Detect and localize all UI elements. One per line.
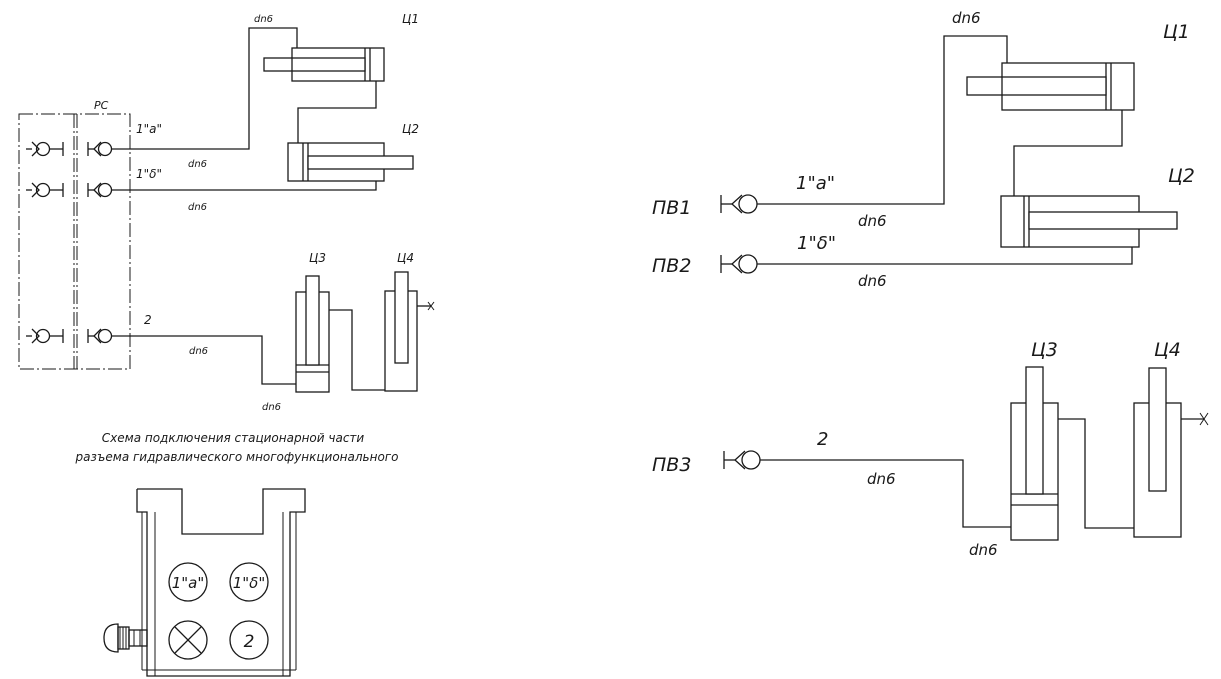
inlet-valve-3	[723, 450, 761, 470]
right-line-label-3: dn6	[867, 470, 896, 488]
right-label-c3: Ц3	[1031, 339, 1058, 361]
inlet-label-pv3: ПВ3	[652, 454, 691, 476]
left-cylinder-c1	[263, 47, 385, 82]
left-label-c4: Ц4	[397, 251, 414, 265]
inlet-valve-2	[720, 254, 758, 274]
left-cylinder-c3	[295, 275, 330, 393]
right-line-2	[757, 247, 1133, 265]
locking-knob	[103, 623, 148, 653]
plug-socket	[168, 620, 208, 660]
port-2-label: 2	[244, 632, 255, 652]
right-port-label-a: 1"a"	[796, 173, 835, 194]
left-line-1	[112, 27, 298, 150]
right-cylinder-c4	[1133, 367, 1209, 538]
left-line-label-top: dn6	[254, 14, 273, 25]
port-a-label: 1"a"	[172, 574, 205, 592]
inlet-valve-1	[720, 194, 758, 214]
right-label-c2: Ц2	[1168, 165, 1195, 187]
right-port-label-b: 1"δ"	[797, 233, 836, 254]
inlet-label-pv2: ПВ2	[652, 255, 691, 277]
left-schematic: PC	[18, 12, 435, 464]
left-port-label-a: 1"a"	[136, 122, 162, 136]
coupling-row-2	[26, 182, 113, 198]
left-line-label-4: dn6	[262, 402, 281, 413]
connector-body-outline	[136, 488, 306, 677]
left-label-c2: Ц2	[402, 122, 419, 136]
right-line-1	[757, 35, 1008, 205]
right-label-c4: Ц4	[1154, 339, 1181, 361]
left-cylinder-c2	[287, 142, 414, 182]
right-cylinder-c1	[966, 62, 1135, 111]
rc-block-label: PC	[94, 99, 109, 112]
left-line-label-3: dn6	[189, 346, 208, 357]
coupling-row-1	[26, 141, 113, 157]
right-line-label-4: dn6	[969, 541, 998, 559]
left-line-3	[112, 335, 296, 385]
coupling-row-3	[26, 328, 113, 344]
left-label-c3: Ц3	[309, 251, 326, 265]
right-label-c1: Ц1	[1163, 21, 1190, 43]
right-line-label-top: dn6	[952, 9, 981, 27]
left-line-label-2: dn6	[188, 202, 207, 213]
port-b-label: 1"δ"	[233, 574, 266, 592]
port-2-socket	[229, 620, 269, 660]
caption-line-2: разъема гидравлического многофункциональ…	[75, 450, 399, 464]
port-b-socket	[229, 562, 269, 602]
caption-line-1: Схема подключения стационарной части	[102, 431, 365, 445]
right-cylinder-c3	[1010, 366, 1059, 541]
left-line-2	[112, 181, 377, 191]
left-port-label-b: 1"δ"	[136, 167, 162, 181]
right-line-label-2: dn6	[858, 272, 887, 290]
port-a-socket	[168, 562, 208, 602]
right-port-label-2: 2	[817, 429, 828, 450]
left-cylinder-c4	[384, 271, 435, 392]
left-label-c1: Ц1	[402, 12, 419, 26]
right-cylinder-c2	[1000, 195, 1178, 248]
right-line-3	[760, 459, 1011, 528]
left-port-label-2: 2	[144, 313, 152, 327]
connector-face: 1"a" 1"δ" 2	[103, 488, 306, 677]
right-schematic: ПВ1 ПВ2 ПВ3 1"a" 1"δ" 2 dn6 dn6	[652, 9, 1209, 559]
right-line-label-1: dn6	[858, 212, 887, 230]
left-line-label-1: dn6	[188, 159, 207, 170]
inlet-label-pv1: ПВ1	[652, 197, 691, 219]
